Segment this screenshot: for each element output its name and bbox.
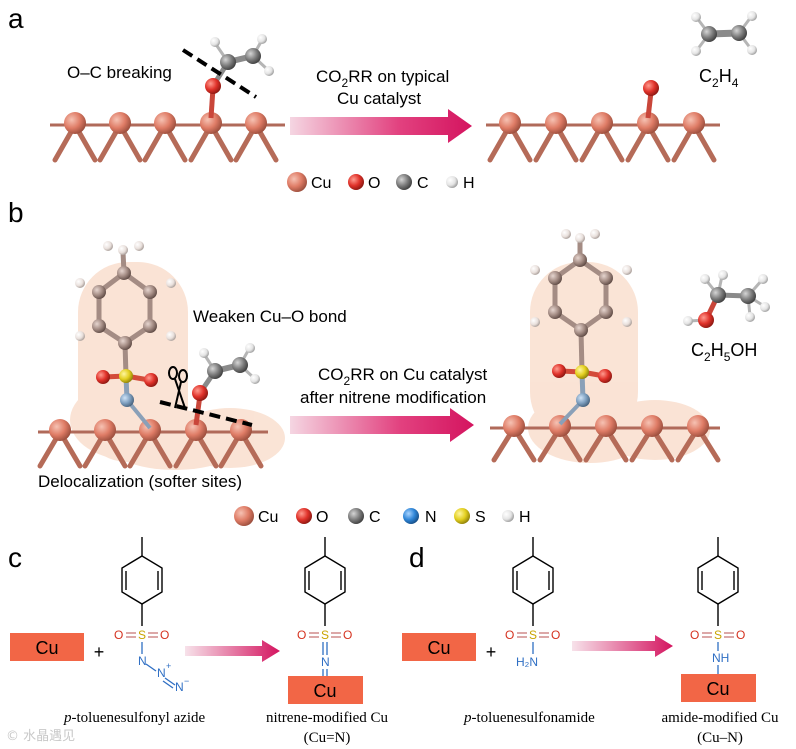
- arrow-b-line1: CO2RR on Cu catalyst: [318, 365, 487, 388]
- svg-text:S: S: [321, 628, 329, 642]
- cu-block-d-product-label: Cu: [706, 679, 729, 699]
- cu-surface-left-b: [37, 419, 268, 469]
- azide-bonds: [141, 642, 176, 689]
- cu-surface-right-a: [486, 80, 720, 163]
- svg-text:+: +: [166, 661, 171, 671]
- svg-text:O: O: [114, 628, 123, 642]
- plus-d: +: [486, 642, 497, 662]
- amide-modified-structure: [697, 537, 739, 626]
- legend-a-o: O: [368, 175, 380, 192]
- break-dash-a: [181, 48, 258, 99]
- svg-text:H₂N: H₂N: [516, 655, 538, 669]
- reagent-c-name: p-toluenesulfonyl azide: [63, 710, 206, 726]
- panel-d-letter: d: [409, 542, 425, 573]
- tosylamide-atoms: S O O H₂N: [505, 628, 560, 669]
- svg-text:S: S: [714, 628, 722, 642]
- tosylamide-bonds: [517, 632, 549, 638]
- arrow-a-line1: CO2RR on typical: [316, 67, 449, 90]
- product-b-formula: C2H5OH: [691, 340, 757, 364]
- product-c-name-line2: (Cu=N): [304, 730, 351, 746]
- legend-b: Cu O C N S H: [234, 506, 531, 526]
- svg-text:O: O: [160, 628, 169, 642]
- nitrene-molecule-right: [530, 229, 632, 426]
- svg-text:N: N: [175, 680, 184, 694]
- weaken-label: Weaken Cu–O bond: [193, 307, 347, 326]
- plus-c: +: [94, 642, 105, 662]
- panel-c-letter: c: [8, 542, 22, 573]
- svg-text:N: N: [157, 666, 166, 680]
- cu-block-c-label: Cu: [35, 638, 58, 658]
- break-label-a: O–C breaking: [67, 63, 172, 82]
- ethanol-molecule: [683, 270, 770, 328]
- reaction-arrow-d: [572, 635, 673, 657]
- panel-c: c Cu + S O O N N + N −: [8, 537, 389, 746]
- reaction-arrow-c: [185, 640, 280, 662]
- legend-b-h: H: [519, 509, 531, 526]
- product-d-name-line1: amide-modified Cu: [661, 710, 779, 726]
- svg-text:S: S: [138, 628, 146, 642]
- svg-text:O: O: [736, 628, 745, 642]
- product-c-name-line1: nitrene-modified Cu: [266, 710, 389, 726]
- watermark: © 水晶遇见: [6, 729, 75, 744]
- ethylene-molecule: [691, 11, 757, 56]
- cu-block-d-label: Cu: [427, 638, 450, 658]
- legend-b-n: N: [425, 509, 437, 526]
- adsorbate-a: [205, 34, 274, 119]
- legend-a-cu: Cu: [311, 175, 331, 192]
- scissors-icon: [168, 366, 188, 409]
- panel-b: b: [8, 197, 770, 526]
- svg-text:S: S: [529, 628, 537, 642]
- amide-modified-atoms: S O O NH: [690, 628, 745, 665]
- deloc-label: Delocalization (softer sites): [38, 472, 242, 491]
- cu-block-d-product: [681, 674, 756, 702]
- legend-b-s: S: [475, 509, 486, 526]
- cu-block-c-product: [288, 676, 363, 704]
- legend-b-c: C: [369, 509, 381, 526]
- panel-a-letter: a: [8, 3, 24, 34]
- tosyl-azide-structure: [121, 537, 163, 626]
- legend-a-c: C: [417, 175, 429, 192]
- product-d-name-line2: (Cu–N): [697, 730, 743, 746]
- reagent-d-name: p-toluenesulfonamide: [463, 710, 595, 726]
- nitrene-molecule-left: [75, 241, 176, 430]
- nitrene-modified-atoms: S O O N: [297, 628, 352, 669]
- nitrene-modified-structure: [304, 537, 346, 626]
- svg-text:O: O: [297, 628, 306, 642]
- nitrene-modified-bonds: [309, 632, 341, 638]
- svg-text:N: N: [138, 654, 147, 668]
- panel-d: d Cu + S O O H₂N p-toluenesulfonamide: [402, 537, 779, 746]
- cu-block-d: [402, 633, 476, 661]
- cu-n-double-bond: [322, 642, 328, 677]
- svg-text:NH: NH: [712, 651, 729, 665]
- legend-b-o: O: [316, 509, 328, 526]
- tosylamide-structure: [512, 537, 554, 626]
- adsorbate-b: [192, 343, 260, 426]
- panel-b-letter: b: [8, 197, 24, 228]
- svg-text:O: O: [690, 628, 699, 642]
- legend-a: Cu O C H: [287, 172, 475, 192]
- cu-block-c-product-label: Cu: [313, 681, 336, 701]
- svg-text:N: N: [321, 655, 330, 669]
- svg-text:O: O: [343, 628, 352, 642]
- panel-a: a: [8, 3, 757, 192]
- tosyl-azide-bonds: [126, 632, 158, 638]
- product-a-formula: C2H4: [699, 66, 739, 90]
- arrow-a-line2: Cu catalyst: [337, 89, 421, 108]
- tosyl-azide-atoms: S O O N N + N −: [114, 628, 189, 694]
- arrow-b-line2: after nitrene modification: [300, 388, 486, 407]
- svg-text:O: O: [505, 628, 514, 642]
- reaction-arrow-b: [290, 408, 474, 442]
- legend-b-cu: Cu: [258, 509, 278, 526]
- svg-text:−: −: [184, 676, 189, 686]
- cu-block-c: [10, 633, 84, 661]
- cu-surface-left-a: [50, 112, 285, 163]
- amide-modified-bonds: [702, 632, 734, 638]
- reaction-arrow-a: [290, 109, 472, 143]
- legend-a-h: H: [463, 175, 475, 192]
- svg-text:O: O: [551, 628, 560, 642]
